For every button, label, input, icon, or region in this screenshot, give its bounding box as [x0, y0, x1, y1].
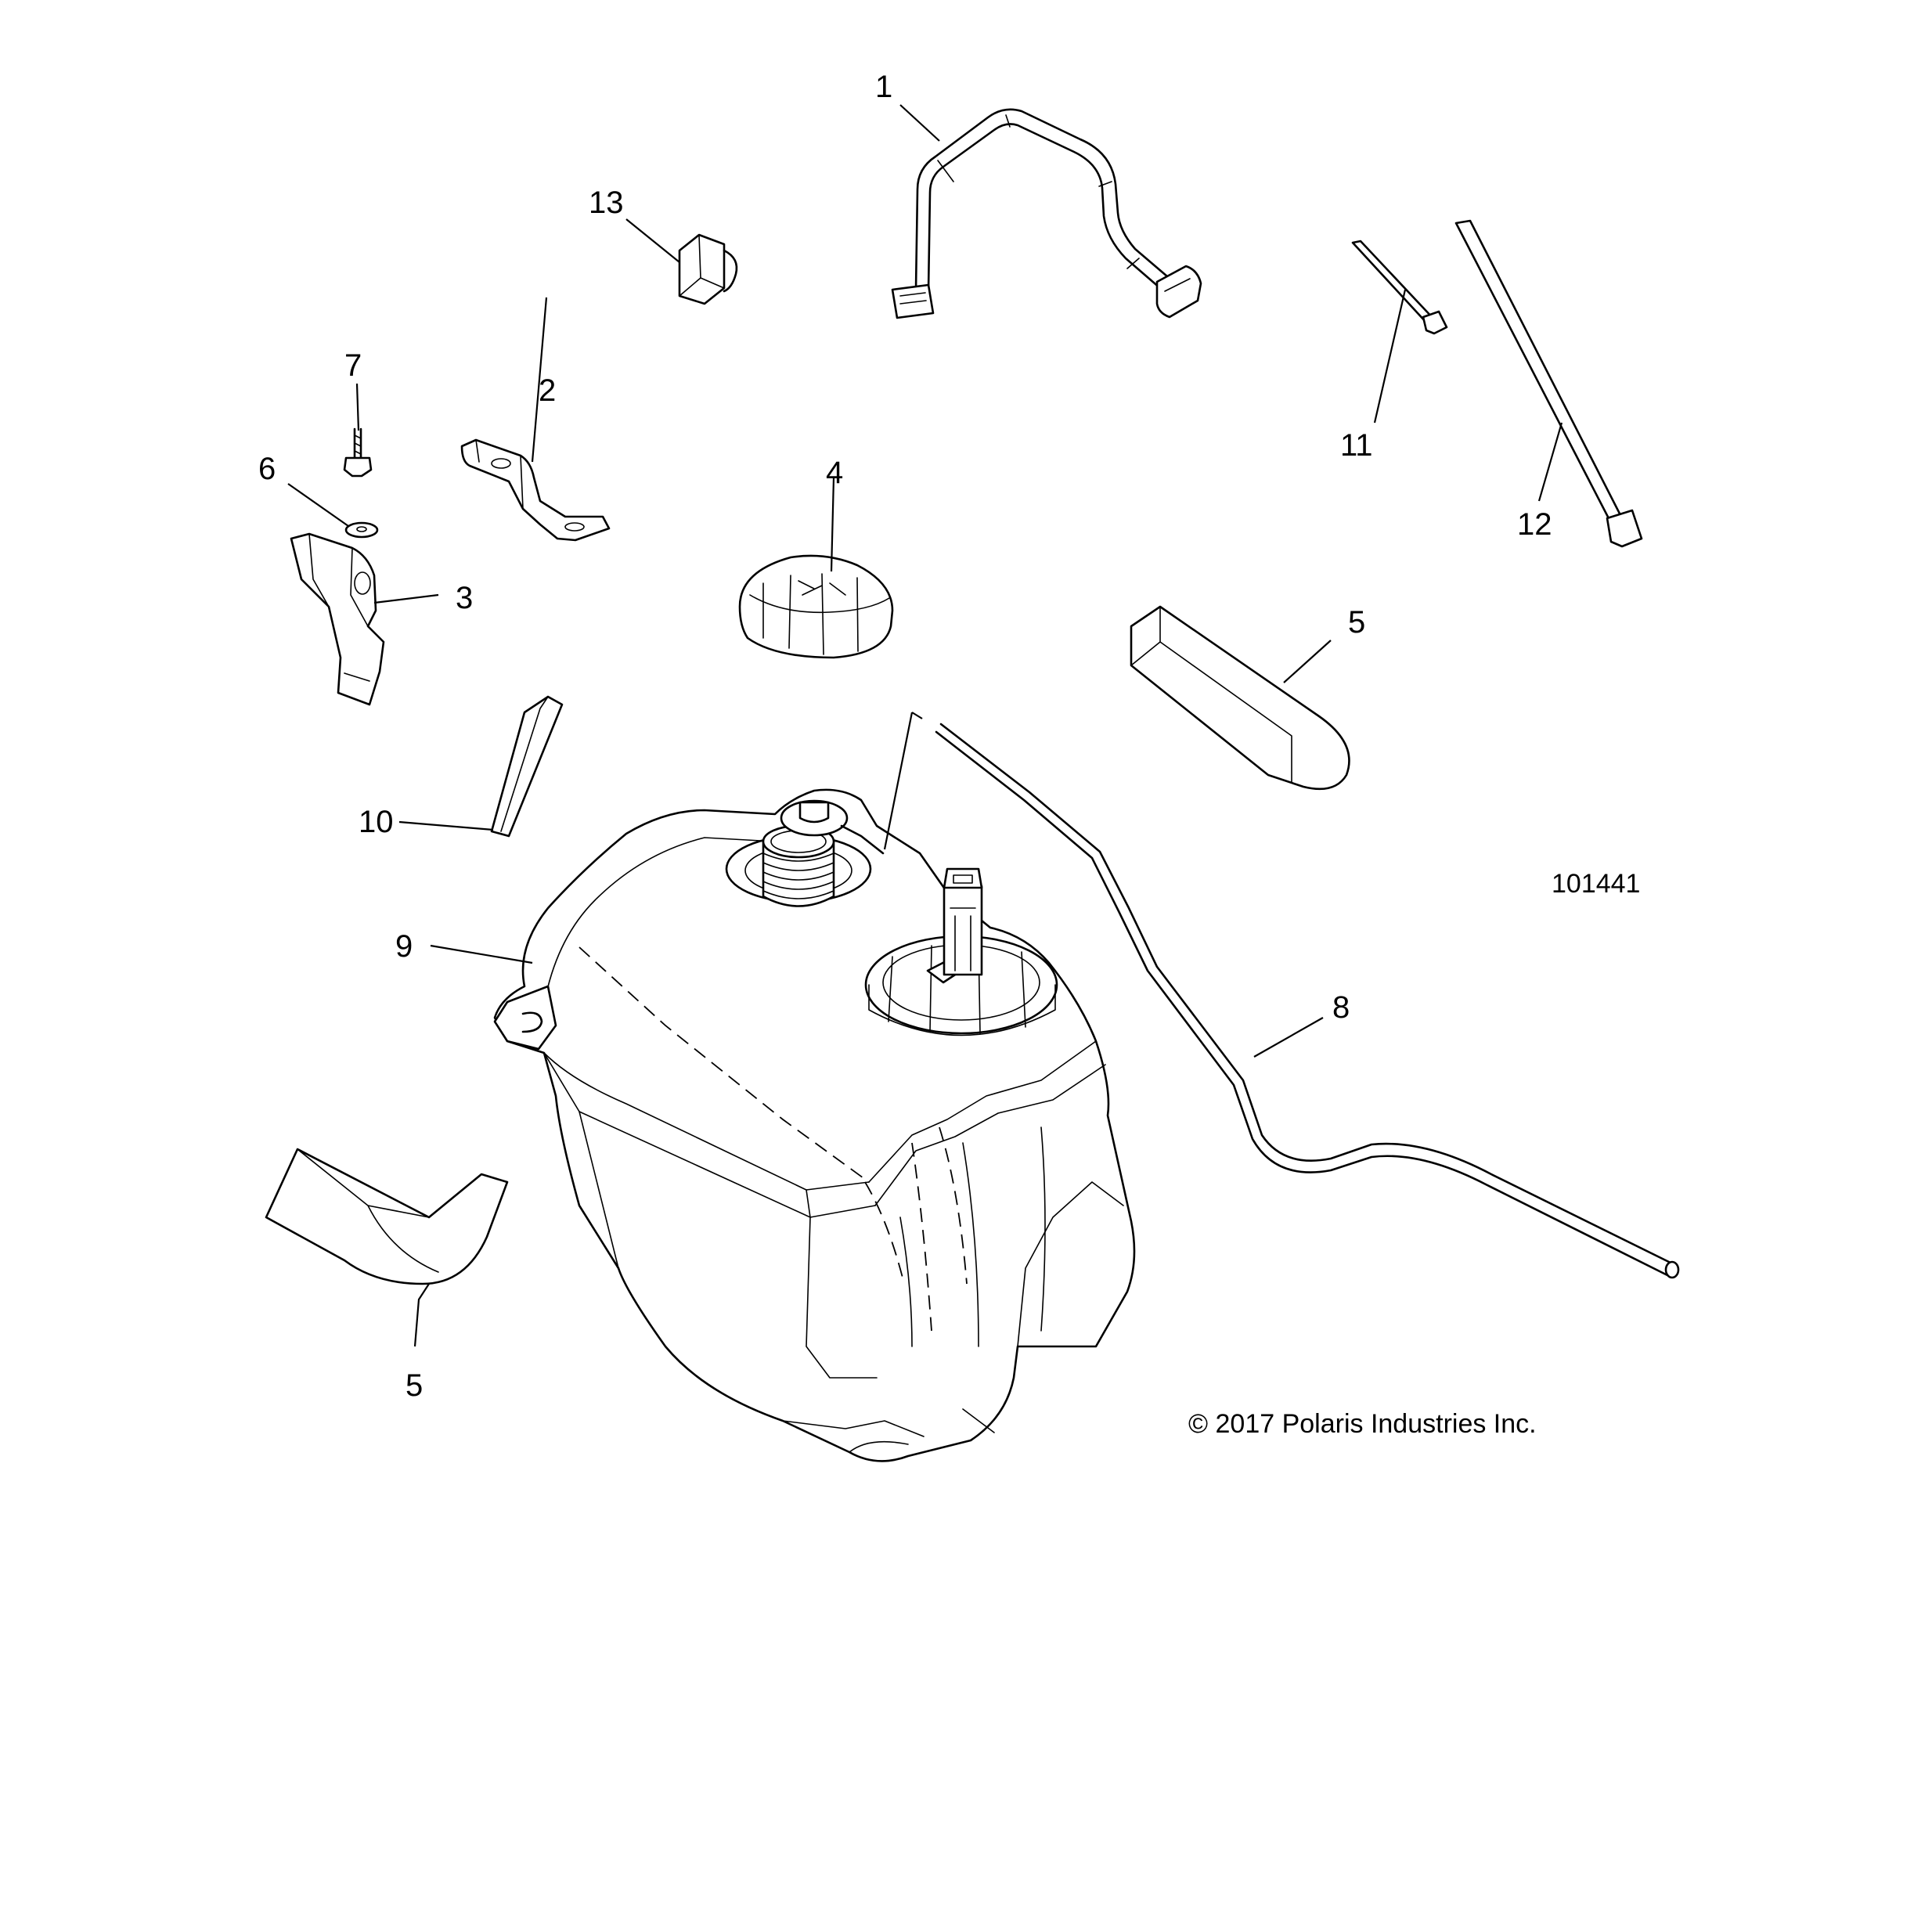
callout-8: 8 — [1332, 990, 1350, 1025]
part-1-vent-hose — [891, 108, 1202, 319]
part-11-strap — [1351, 240, 1448, 335]
callout-2: 2 — [539, 373, 556, 408]
part-8-vent-line — [935, 723, 1680, 1279]
part-6-washer — [344, 521, 379, 539]
leader-10 — [398, 820, 494, 831]
callout-numbers: 1 2 3 4 5 5 6 7 8 9 10 11 12 13 — [258, 70, 1552, 1403]
callout-7: 7 — [344, 348, 362, 383]
part-3-bracket — [290, 532, 385, 706]
part-13-clip — [678, 233, 738, 305]
callout-1: 1 — [875, 70, 892, 104]
part-4-fuel-cap — [738, 554, 894, 659]
callout-13: 13 — [589, 186, 624, 220]
leader-tank-vent-tick — [911, 712, 923, 719]
leader-tank-vent — [883, 712, 914, 850]
part-12-strap — [1454, 219, 1643, 548]
callout-9: 9 — [395, 929, 413, 964]
leader-7 — [355, 383, 360, 431]
part-7-bolt — [343, 427, 373, 478]
leader-4 — [830, 477, 835, 572]
callout-12: 12 — [1517, 507, 1552, 542]
callout-6: 6 — [258, 452, 276, 486]
copyright-notice: © 2017 Polaris Industries Inc. — [1188, 1409, 1537, 1439]
part-5-lower-pad — [265, 1148, 509, 1285]
leader-9 — [430, 944, 533, 964]
leader-12 — [1537, 422, 1563, 502]
callout-leaders — [287, 104, 1563, 1347]
leader-13 — [625, 218, 680, 263]
callout-10: 10 — [359, 805, 394, 839]
leader-2 — [531, 297, 548, 463]
drawing-number: 101441 — [1552, 869, 1640, 899]
part-5-upper-pad — [1130, 605, 1350, 791]
leader-3 — [373, 593, 439, 604]
part-2-bracket — [460, 438, 611, 542]
callout-5-lower: 5 — [406, 1368, 423, 1403]
leader-1 — [899, 104, 940, 142]
leader-5a — [1283, 640, 1332, 683]
part-10-pad — [490, 695, 564, 838]
leader-6 — [287, 483, 349, 527]
callout-3: 3 — [456, 581, 473, 615]
leader-8 — [1253, 1017, 1324, 1058]
callout-5-upper: 5 — [1348, 605, 1365, 640]
part-9-fuel-tank — [493, 788, 1136, 1462]
leader-11 — [1373, 289, 1407, 424]
leader-5b — [413, 1283, 430, 1347]
callout-11: 11 — [1340, 428, 1373, 463]
callout-4: 4 — [826, 456, 843, 490]
